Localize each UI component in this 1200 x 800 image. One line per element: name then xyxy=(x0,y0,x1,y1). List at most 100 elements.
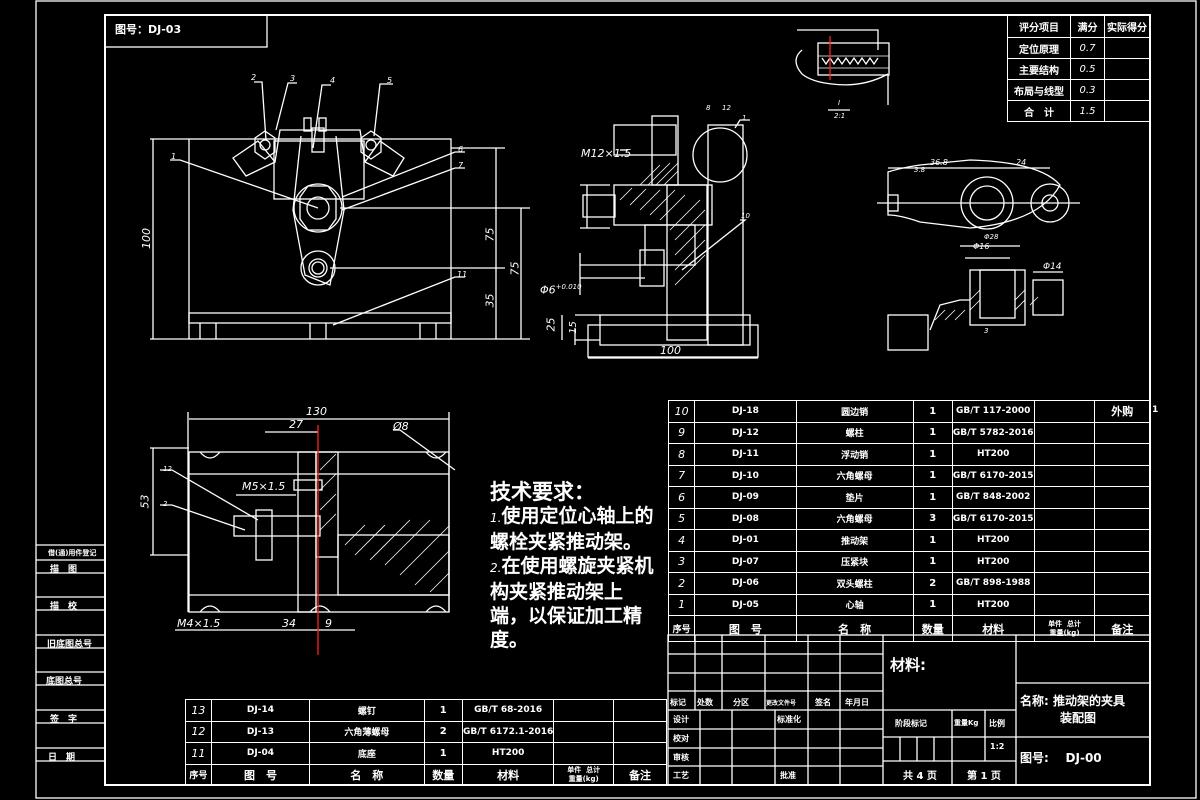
top-view xyxy=(150,412,456,631)
rev-header-sign: 签名 xyxy=(815,698,831,707)
tech-req-item-2: 2.在使用螺旋夹紧机构夹紧推动架上端，以保证加工精度。 xyxy=(490,554,660,652)
dim-34: 34 xyxy=(282,617,296,630)
callout-2-top: 2 xyxy=(163,500,168,508)
tech-req-text: 使用定位心轴上的螺栓夹紧推动架。 xyxy=(490,505,654,553)
tech-req-text: 在使用螺旋夹紧机构夹紧推动架上端，以保证加工精度。 xyxy=(490,555,654,651)
callout-12: 12 xyxy=(722,104,731,112)
callout-2: 2 xyxy=(251,73,257,82)
dim-side-100: 100 xyxy=(660,344,681,357)
rev-header-doc: 更改文件号 xyxy=(766,700,797,707)
header-unit: 单件 xyxy=(567,765,582,774)
header-material: 材料 xyxy=(461,763,555,786)
left-strip xyxy=(36,544,105,762)
standardize-label: 标准化 xyxy=(777,715,801,724)
stage-mark-label: 阶段标记 xyxy=(895,719,927,728)
callout-1: 1 xyxy=(171,152,177,161)
dim-phi28: Φ28 xyxy=(984,233,999,241)
dim-130: 130 xyxy=(306,405,327,418)
parts-list-lower-header: 序号 图 号 名 称 数量 材料 单件 总计重量(kg) 备注 xyxy=(185,763,668,786)
tech-req-num: 2. xyxy=(490,561,502,575)
strip-tracing: 描 图 xyxy=(50,565,78,575)
callout-12-top: 12 xyxy=(163,465,172,473)
dim-27: 27 xyxy=(289,418,303,431)
header-weight-label: 重量(kg) xyxy=(568,774,599,783)
part-qty: 1 xyxy=(912,593,953,616)
name-value-line2: 装配图 xyxy=(1060,711,1097,725)
detail-label: I xyxy=(838,99,841,107)
strip-signature: 签 字 xyxy=(50,715,78,725)
dim-phi8: Ø8 xyxy=(393,420,409,433)
callout-4: 4 xyxy=(330,76,336,85)
drawing-number-box xyxy=(104,14,268,48)
side-view xyxy=(561,115,759,359)
dim-3: 3 xyxy=(984,327,989,335)
header-remark: 备注 xyxy=(612,763,668,786)
scale-value: 1:2 xyxy=(990,742,1005,751)
header-unit: 单件 xyxy=(1048,619,1063,628)
header-qty: 数量 xyxy=(912,615,953,642)
score-actual[interactable] xyxy=(1104,100,1150,122)
dim-phi6-tol: +0.010 xyxy=(555,283,582,291)
tech-req-title: 技术要求： xyxy=(490,480,595,504)
part-no: 7 xyxy=(667,464,696,487)
drawing-name: 名称: 推动架的夹具 xyxy=(1020,692,1125,709)
callout-3: 3 xyxy=(290,74,296,83)
header-remark: 备注 xyxy=(1094,615,1150,642)
header-name: 名 称 xyxy=(309,763,425,786)
callout-10: 10 xyxy=(741,212,750,220)
tech-req-item-1: 1.使用定位心轴上的螺栓夹紧推动架。 xyxy=(490,504,660,554)
callout-1-side: 1 xyxy=(742,114,747,122)
part-no: 5 xyxy=(667,507,696,530)
header-code: 图 号 xyxy=(210,763,311,786)
strip-old-number: 旧底图总号 xyxy=(47,640,93,650)
drawing-no-value: DJ-00 xyxy=(1065,751,1102,765)
weight-label: 重量Kg xyxy=(954,719,979,727)
header-total: 总计 xyxy=(586,765,601,774)
role-design: 设计 xyxy=(673,715,689,724)
rev-header-count: 处数 xyxy=(697,698,713,707)
dim-3-8: 3.8 xyxy=(914,166,926,174)
drawing-number-value: DJ-03 xyxy=(148,23,182,36)
approve-label: 批准 xyxy=(780,771,796,780)
dim-m4: M4×1.5 xyxy=(177,617,221,630)
name-label: 名称: xyxy=(1020,694,1049,708)
technical-requirements: 技术要求： 1.使用定位心轴上的螺栓夹紧推动架。 2.在使用螺旋夹紧机构夹紧推动… xyxy=(490,480,660,652)
part-view xyxy=(877,159,1080,351)
strip-base-number: 底图总号 xyxy=(46,677,83,687)
header-qty: 数量 xyxy=(423,763,463,786)
header-code: 图 号 xyxy=(694,615,797,642)
total-pages: 共 4 页 xyxy=(903,771,937,782)
drawing-no-label: 图号: xyxy=(1020,751,1049,765)
dim-36-8: 36.8 xyxy=(930,158,948,167)
outer-frame xyxy=(35,0,1197,799)
rev-header-date: 年月日 xyxy=(845,698,869,707)
header-no: 序号 xyxy=(667,615,696,642)
callout-7: 7 xyxy=(458,161,464,170)
detail-view xyxy=(795,29,890,111)
role-check: 校对 xyxy=(673,734,689,743)
dim-m5: M5×1.5 xyxy=(242,480,286,493)
side-mark: 1 xyxy=(1152,405,1159,415)
detail-scale: 2:1 xyxy=(834,112,846,120)
parts-list-header: 序号 图 号 名 称 数量 材料 单件 总计重量(kg) 备注 xyxy=(667,615,1150,642)
rev-header-mark: 标记 xyxy=(670,698,686,707)
drawing-number-label: 图号： xyxy=(115,23,148,36)
dim-m12: M12×1.5 xyxy=(581,147,632,160)
dim-24: 24 xyxy=(1016,158,1027,167)
part-no: 2 xyxy=(667,572,696,595)
part-qty: 1 xyxy=(423,699,463,722)
